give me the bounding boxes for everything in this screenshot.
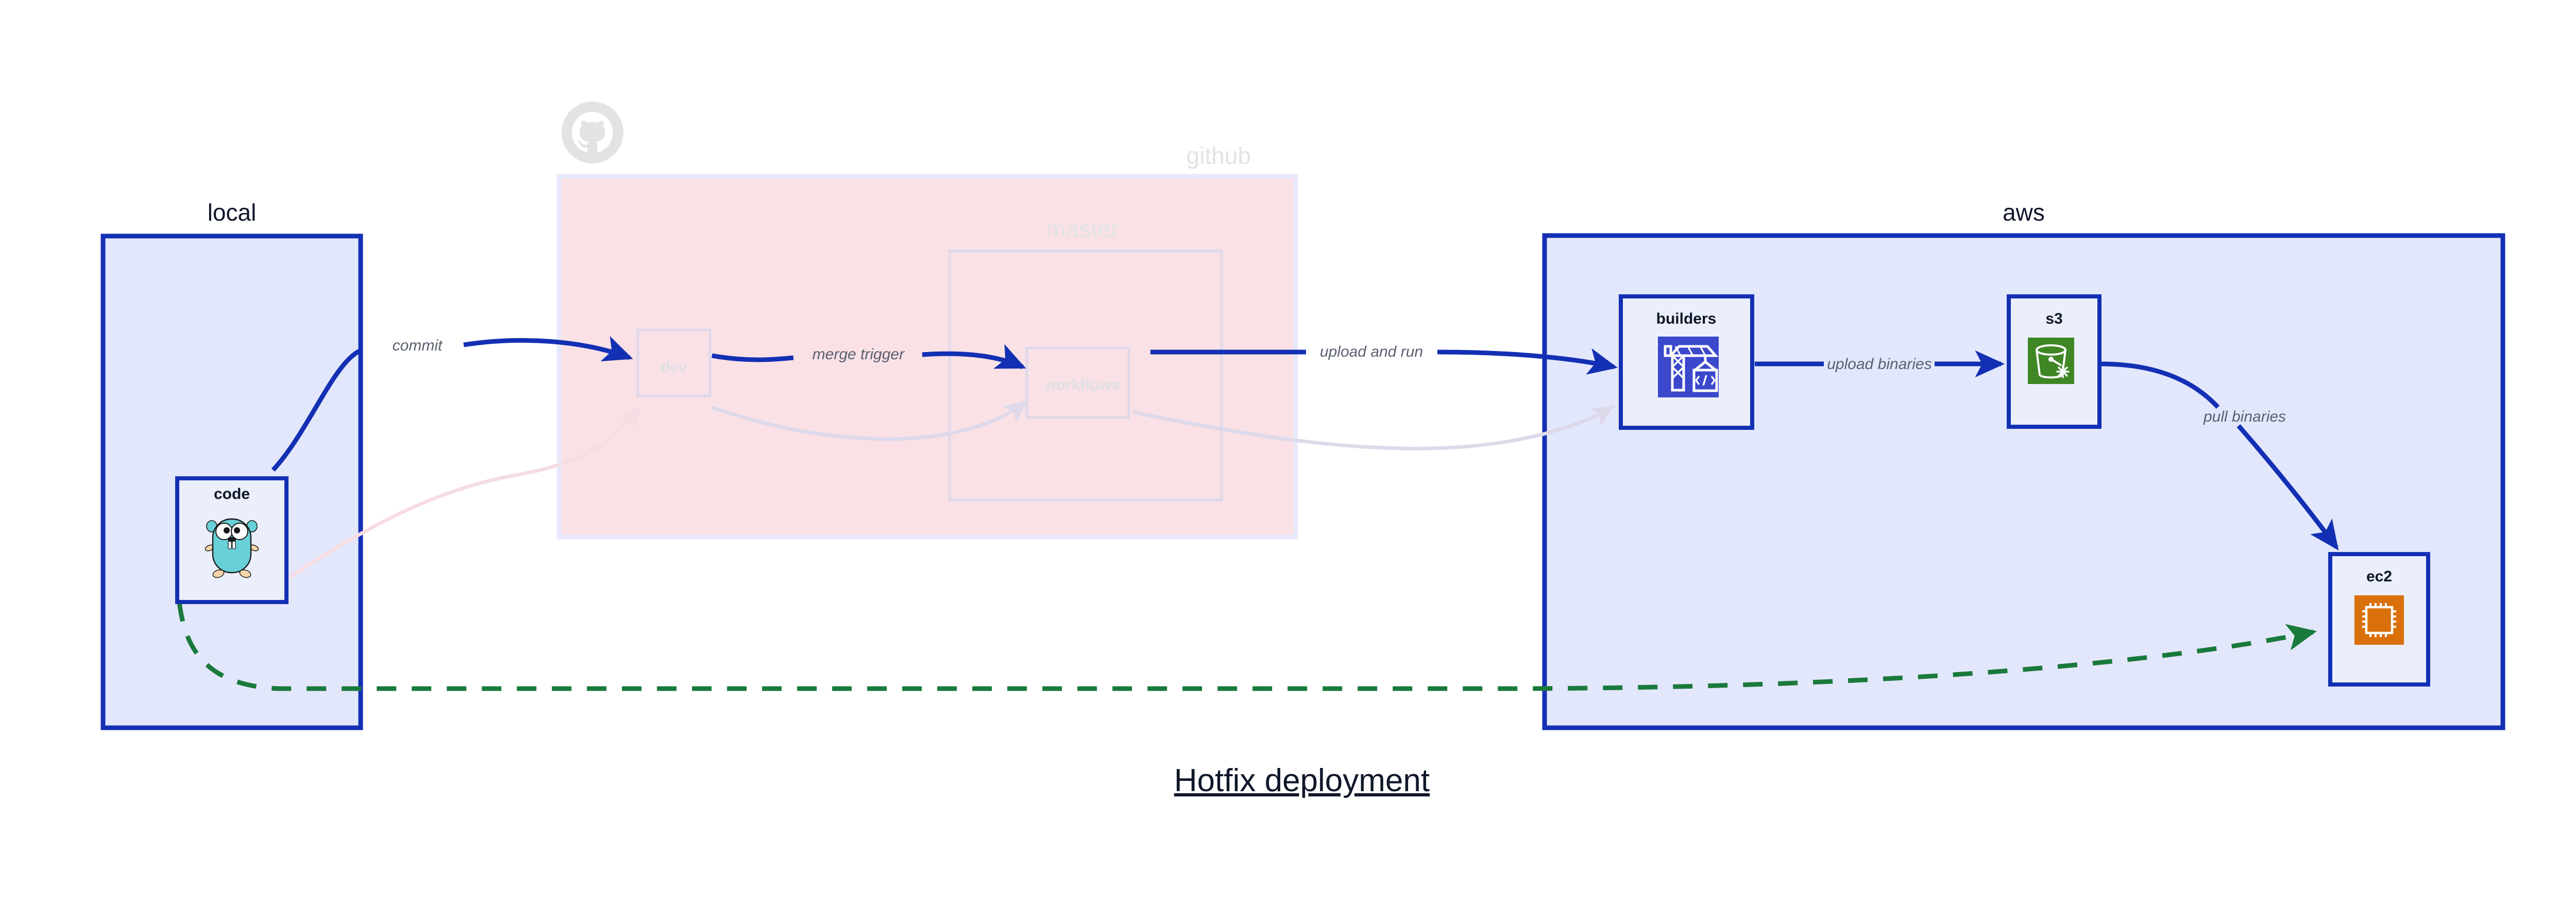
go-gopher-icon (205, 518, 259, 578)
edge-hotfix-dashed (177, 602, 2317, 691)
edge-commit: commit (271, 336, 633, 472)
local-cluster-label: local (208, 199, 257, 226)
node-code[interactable]: code (175, 476, 289, 604)
node-dev[interactable]: dev (636, 328, 711, 397)
master-cluster-label: master (1046, 215, 1119, 242)
aws-ec2-icon (2354, 595, 2404, 645)
edge-merge-trigger-label: merge trigger (812, 346, 905, 363)
ec2-node-label: ec2 (2366, 568, 2392, 585)
faded-edge-code-dev (289, 405, 641, 579)
edge-uploadrun-seg-b (1437, 348, 1618, 375)
github-logo-icon (562, 102, 623, 163)
faded-edge-dev-workflows (710, 400, 1028, 441)
edge-merge-trigger: merge trigger (711, 344, 1026, 370)
node-builders[interactable]: builders (1619, 294, 1754, 430)
dev-node-box (636, 328, 711, 397)
builders-node-label: builders (1656, 310, 1717, 327)
edge-commit-seg-a (271, 348, 362, 472)
aws-codebuild-icon (1658, 337, 1719, 397)
node-s3[interactable]: s3 (2007, 294, 2102, 429)
cluster-local: local (100, 199, 363, 730)
code-node-label: code (214, 486, 250, 503)
edge-upload-and-run-label: upload and run (1320, 343, 1423, 360)
edge-pull-binaries: pull binaries (2100, 361, 2339, 550)
edge-commit-label: commit (393, 337, 443, 354)
faded-edge-workflows-builders (1133, 405, 1615, 450)
node-workflows[interactable]: workflows (1025, 346, 1130, 419)
edge-upload-and-run: upload and run (1150, 343, 1618, 375)
diagram-title: Hotfix deployment (1174, 763, 1430, 798)
aws-cluster-label: aws (2003, 199, 2045, 226)
edge-upload-binaries: upload binaries (1755, 350, 2005, 378)
workflows-node-box (1025, 346, 1130, 419)
edge-merge-seg-a (711, 353, 794, 362)
edge-pullbin-seg-b (2236, 424, 2339, 550)
s3-node-label: s3 (2045, 310, 2062, 327)
dev-node-label: dev (660, 359, 687, 376)
edge-pullbin-seg-a (2100, 361, 2220, 409)
edge-upload-binaries-label: upload binaries (1827, 356, 1931, 373)
edge-pull-binaries-label: pull binaries (2203, 408, 2286, 425)
edge-commit-seg-b (463, 336, 633, 362)
aws-s3-glacier-icon (2028, 338, 2074, 384)
edge-merge-seg-b (922, 344, 1026, 370)
workflows-node-label: workflows (1044, 377, 1120, 394)
github-cluster-label: github (1187, 142, 1251, 169)
ec2-node-box (2328, 552, 2430, 687)
node-ec2[interactable]: ec2 (2328, 552, 2430, 687)
